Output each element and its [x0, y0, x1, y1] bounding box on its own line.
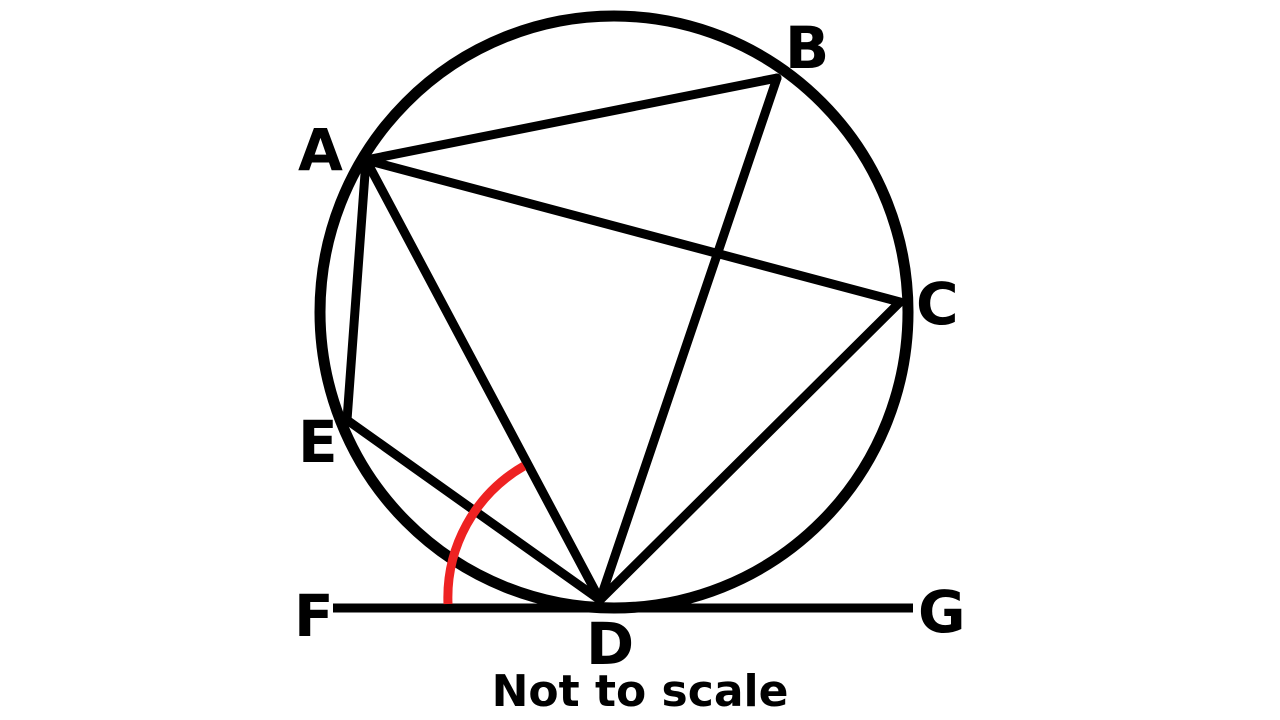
label-point-b: B — [785, 14, 829, 82]
chord-ab — [361, 73, 782, 165]
label-point-g: G — [918, 578, 966, 646]
caption-not-to-scale: Not to scale — [492, 666, 789, 717]
angle-marker-fda — [443, 462, 527, 605]
label-point-d: D — [586, 610, 634, 678]
chord-cd — [595, 297, 905, 605]
circle — [314, 10, 914, 614]
chord-ac — [361, 155, 905, 307]
label-point-c: C — [916, 270, 959, 338]
label-point-f: F — [294, 582, 334, 650]
label-point-e: E — [298, 408, 338, 476]
chord-bd — [595, 73, 782, 605]
chord-ae — [342, 155, 371, 425]
chord-ad — [361, 155, 605, 605]
label-point-a: A — [298, 116, 343, 184]
